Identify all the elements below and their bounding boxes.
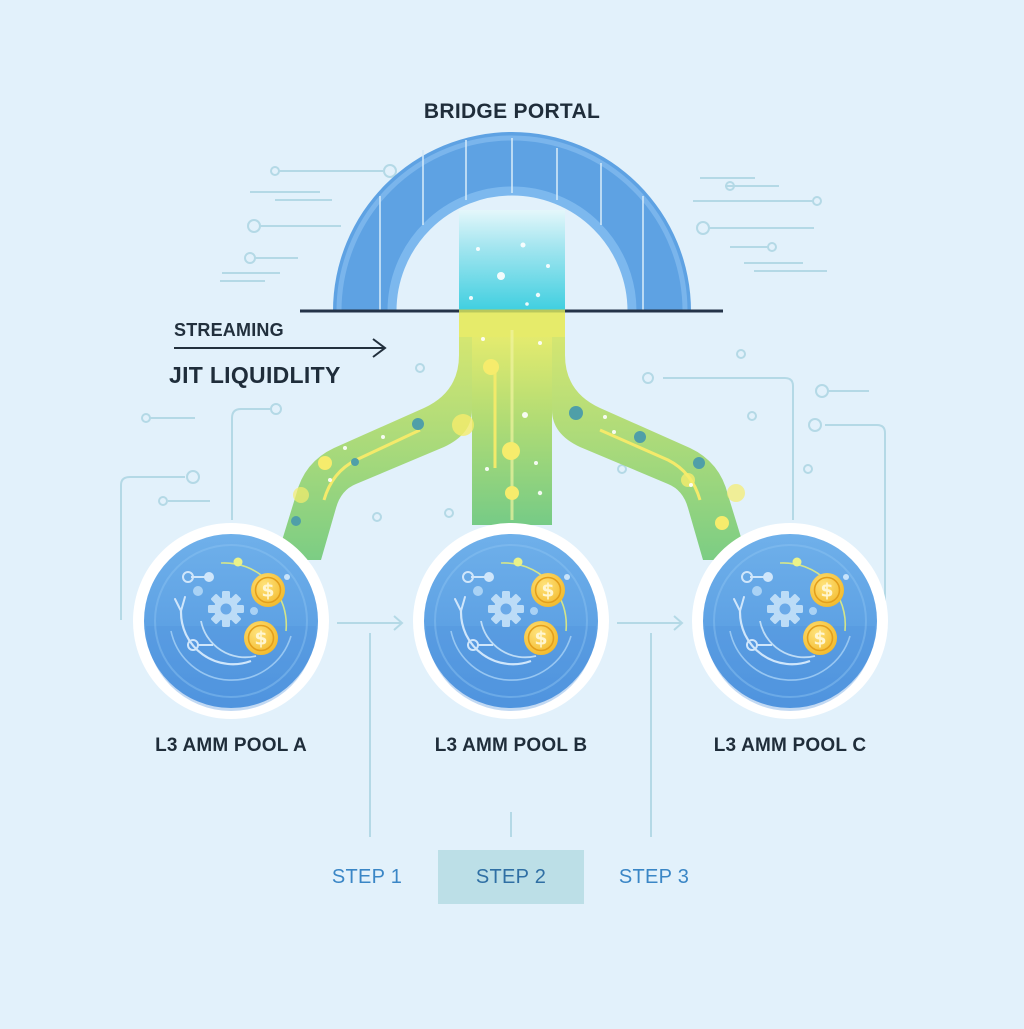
pool-a-icon bbox=[131, 521, 331, 721]
streaming-label: STREAMING bbox=[174, 320, 284, 340]
liquidity-stream bbox=[276, 311, 748, 560]
step-3-tab[interactable]: STEP 3 bbox=[618, 866, 690, 888]
circuit-decorations bbox=[120, 164, 886, 630]
portal-gate bbox=[459, 210, 565, 311]
pool-a-label: L3 AMM POOL A bbox=[155, 735, 307, 756]
diagram-title: BRIDGE PORTAL bbox=[423, 100, 601, 123]
streaming-arrow bbox=[174, 338, 387, 358]
pool-c-icon bbox=[690, 521, 890, 721]
bridge-portal-arch bbox=[333, 132, 691, 312]
pool-c-label: L3 AMM POOL C bbox=[713, 735, 867, 756]
jit-liquidity-label: JIT LIQUIDLITY bbox=[169, 362, 341, 388]
pool-connectors bbox=[337, 615, 684, 837]
pool-b-label: L3 AMM POOL B bbox=[434, 735, 588, 756]
step-1-tab[interactable]: STEP 1 bbox=[331, 866, 403, 888]
pool-b-icon bbox=[411, 521, 611, 721]
step-2-tab[interactable]: STEP 2 bbox=[438, 850, 584, 904]
